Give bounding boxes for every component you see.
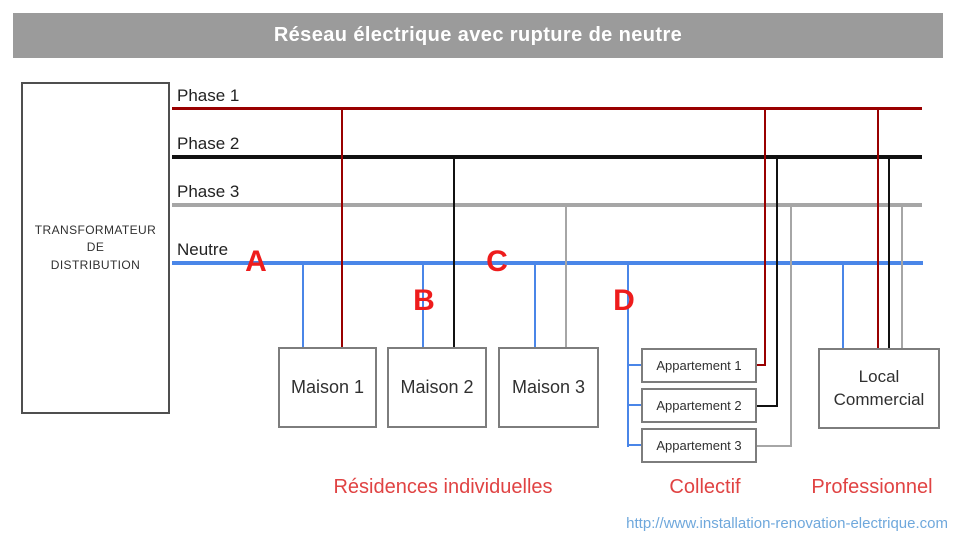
apartments-neutral-riser [627,263,629,447]
apartment1-neutral-stub [629,364,641,366]
apartment1-phase-drop [764,108,766,366]
marker-c: C [486,245,508,278]
apartment1-box: Appartement 1 [641,348,757,383]
maison1-box: Maison 1 [278,347,377,428]
local-commercial-label: Local Commercial [833,367,925,409]
apartment2-box: Appartement 2 [641,388,757,423]
apartment1-label: Appartement 1 [656,358,742,373]
phase2-line [172,155,922,159]
transformer-label: TRANSFORMATEUR DE DISTRIBUTION [34,222,157,272]
maison1-neutral-drop [302,263,304,348]
phase1-line [172,107,922,110]
apartment3-phase-drop [790,205,792,447]
apartment3-box: Appartement 3 [641,428,757,463]
maison2-neutral-drop [422,263,424,348]
local-phase2-drop [888,157,890,348]
maison3-neutral-drop [534,263,536,348]
phase3-line [172,203,922,207]
maison2-box: Maison 2 [387,347,487,428]
website-url: http://www.installation-renovation-elect… [626,515,948,532]
local-phase3-drop [901,205,903,348]
apartment3-label: Appartement 3 [656,438,742,453]
apartment2-phase-hook [757,405,778,407]
category-professionnel: Professionnel [811,476,933,498]
apartment2-label: Appartement 2 [656,398,742,413]
maison1-phase-drop [341,108,343,348]
apartment2-phase-drop [776,157,778,407]
apartment3-neutral-stub [629,444,641,446]
marker-b: B [413,284,435,317]
neutral-line [172,261,923,265]
maison1-label: Maison 1 [290,377,365,397]
apartment1-phase-hook [757,364,766,366]
marker-a: A [245,245,267,278]
page-title: Réseau électrique avec rupture de neutre [273,24,683,46]
maison3-label: Maison 3 [511,377,586,397]
phase2-label: Phase 2 [177,134,240,153]
phase3-label: Phase 3 [177,182,240,201]
apartment2-neutral-stub [629,404,641,406]
local-neutral-drop [842,263,844,348]
maison2-phase-drop [453,157,455,348]
local-commercial-box: Local Commercial [818,348,940,429]
transformer-box: TRANSFORMATEUR DE DISTRIBUTION [21,82,170,414]
marker-d: D [613,284,635,317]
phase1-label: Phase 1 [177,86,240,105]
local-phase1-drop [877,108,879,348]
apartment3-phase-hook [757,445,792,447]
maison3-phase-drop [565,205,567,348]
category-collectif: Collectif [669,476,741,498]
maison2-label: Maison 2 [400,377,474,397]
neutral-label: Neutre [177,240,229,259]
title-bar: Réseau électrique avec rupture de neutre [13,13,943,58]
category-residences: Résidences individuelles [333,476,553,498]
maison3-box: Maison 3 [498,347,599,428]
